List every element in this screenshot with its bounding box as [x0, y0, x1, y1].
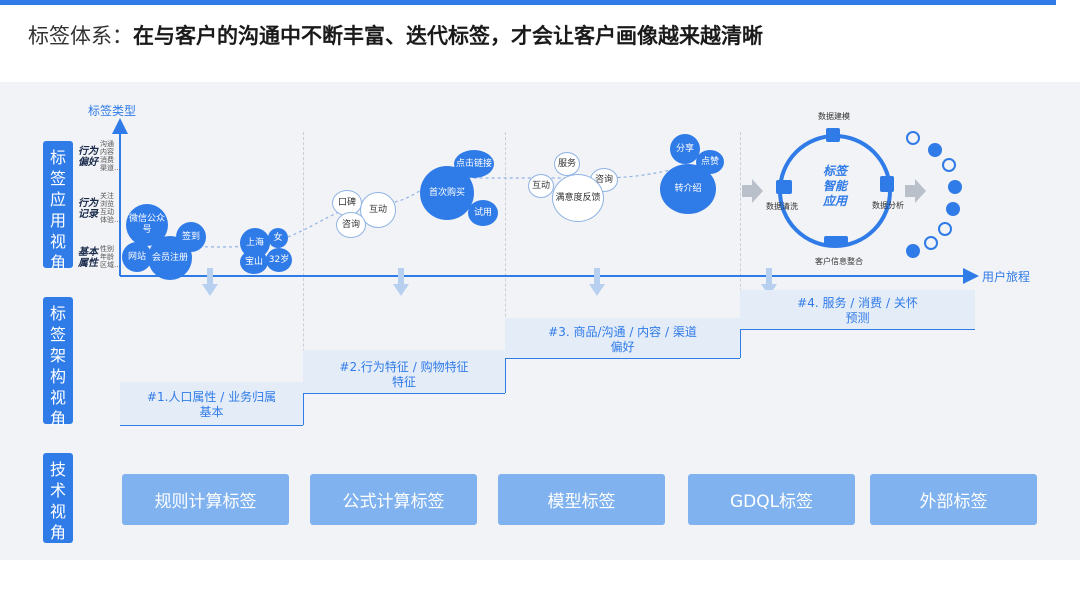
tech-tag-rule: 规则计算标签	[122, 474, 289, 525]
bubble-referral: 转介绍	[660, 164, 716, 214]
bubble-register: 会员注册	[148, 236, 192, 280]
bubble-first-purchase: 首次购买	[420, 166, 474, 220]
x-axis-label: 用户旅程	[982, 270, 1031, 284]
tag-type-record-items: 关注浏览互动体验...	[100, 192, 121, 224]
side-label-tech: 技术视角	[43, 453, 73, 543]
stair-1	[120, 382, 303, 425]
stair-1-label: #1.人口属性 / 业务归属基本	[146, 390, 277, 419]
bubble-baoshan: 宝山	[240, 250, 268, 274]
integration-icon	[824, 236, 848, 246]
title-main: 在与客户的沟通中不断丰富、迭代标签，才会让客户画像越来越清晰	[133, 24, 763, 48]
channel-icon	[948, 180, 962, 194]
cycle-node-modeling: 数据建模	[818, 112, 850, 121]
bubble-age: 32岁	[266, 248, 292, 272]
stair-4-label: #4. 服务 / 消费 / 关怀预测	[797, 296, 918, 325]
bubble-interact: 互动	[360, 192, 396, 228]
channel-icon	[906, 244, 920, 258]
cycle-node-analysis: 数据分析	[872, 201, 904, 210]
tech-tag-formula: 公式计算标签	[310, 474, 477, 525]
chat-icon	[928, 143, 942, 157]
bubble-trial: 试用	[468, 200, 498, 226]
bubble-interact2: 互动	[528, 174, 554, 198]
bubble-satisfaction: 满意度反馈	[552, 174, 604, 222]
tech-tag-gdql: GDQL标签	[688, 474, 855, 525]
tag-type-basic: 基本属性	[78, 247, 98, 269]
stair-4	[740, 290, 975, 329]
cycle-node-cleaning: 数据清洗	[766, 202, 798, 211]
tag-type-pref: 行为偏好	[78, 146, 98, 168]
side-label-arch: 标签架构视角	[43, 297, 73, 428]
y-axis-label: 标签类型	[88, 104, 137, 118]
bubble-reputation: 口碑	[332, 190, 362, 216]
stair-2-label: #2.行为特征 / 购物特征特征	[339, 360, 469, 389]
tech-tag-model: 模型标签	[498, 474, 665, 525]
user-icon	[946, 202, 960, 216]
side-label-app: 标签应用视角	[43, 141, 73, 272]
tag-type-pref-items: 沟通内容消费渠道...	[100, 140, 121, 172]
channel-icon	[938, 222, 952, 236]
tag-type-basic-items: 性别年龄区域...	[100, 245, 121, 269]
cleaning-icon	[776, 180, 792, 194]
channel-icon	[906, 131, 920, 145]
tech-tag-external: 外部标签	[870, 474, 1037, 525]
stair-3-label: #3. 商品/沟通 / 内容 / 渠道偏好	[548, 325, 697, 354]
bubble-website: 网站	[122, 242, 152, 272]
channel-icon	[924, 236, 938, 250]
stage-divider	[740, 132, 741, 332]
page-title: 标签体系：在与客户的沟通中不断丰富、迭代标签，才会让客户画像越来越清晰	[28, 20, 763, 50]
cycle-center-label: 标签 智能 应用	[822, 164, 847, 208]
bubble-female: 女	[268, 228, 288, 248]
stage-divider	[505, 132, 506, 357]
tag-type-record: 行为记录	[78, 198, 98, 220]
stair-2	[303, 350, 505, 393]
analysis-icon	[880, 176, 894, 192]
top-accent-bar	[0, 0, 1056, 5]
bubble-share: 分享	[670, 134, 700, 164]
bubble-service: 服务	[554, 152, 580, 176]
channel-icon	[942, 158, 956, 172]
bubble-consult: 咨询	[336, 212, 366, 238]
cycle-node-integration: 客户信息整合	[815, 257, 863, 266]
modeling-icon	[826, 128, 840, 142]
title-lead: 标签体系：	[28, 24, 133, 48]
stair-3	[505, 318, 740, 358]
